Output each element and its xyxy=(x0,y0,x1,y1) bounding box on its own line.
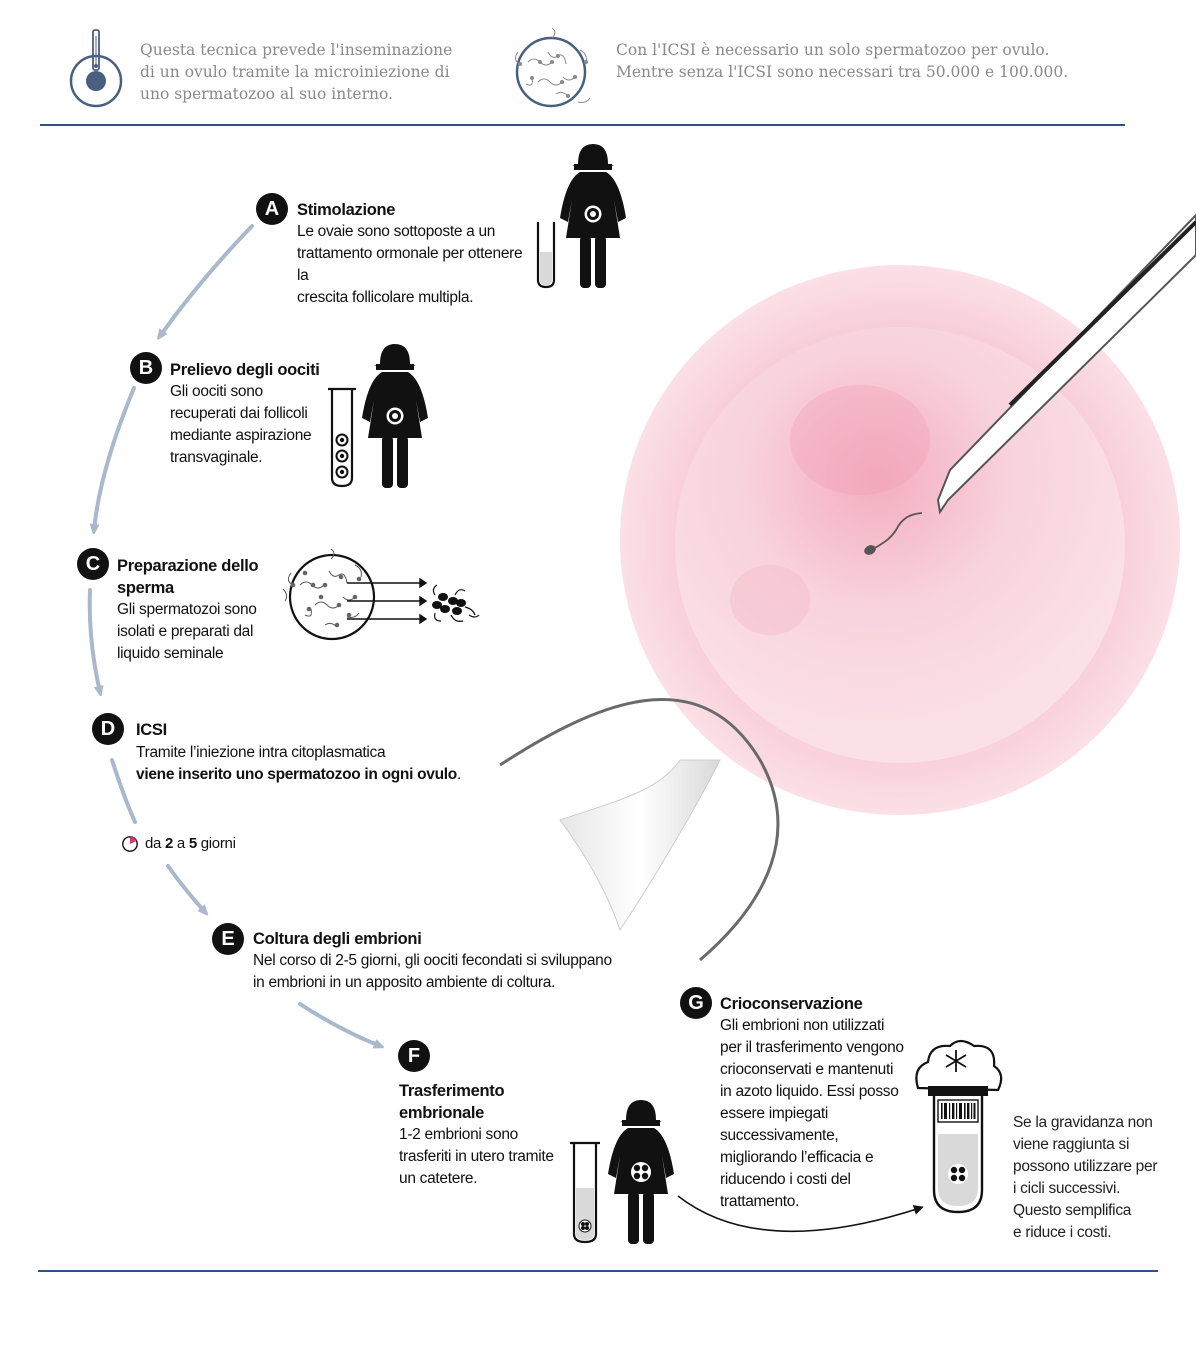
side-note: Se la gravidanza non viene raggiunta si … xyxy=(1013,1114,1158,1241)
arrow-c-to-d xyxy=(87,588,100,692)
step-f-title: Trasferimento embrionale xyxy=(399,1082,505,1122)
step-d-title: ICSI xyxy=(136,721,167,739)
step-e-title: Coltura degli embrioni xyxy=(253,930,422,948)
step-c-title: Preparazione dello sperma xyxy=(117,557,259,597)
step-g-title: Crioconservazione xyxy=(720,995,863,1013)
intro-right-text: Con l'ICSI è necessario un solo spermato… xyxy=(616,41,1069,81)
microinjection-icon xyxy=(69,29,123,108)
arrow-f-to-g xyxy=(677,1195,924,1233)
step-b-title: Prelievo degli oociti xyxy=(170,361,320,379)
arrow-d-to-e xyxy=(166,864,205,912)
step-e-description: Nel corso di 2-5 giorni, gli oociti feco… xyxy=(253,952,612,991)
arrow-e-to-f xyxy=(298,1002,380,1046)
sperm-separation-icon xyxy=(282,548,480,641)
step-d-badge: D xyxy=(92,713,124,745)
step-b-badge: B xyxy=(130,352,162,384)
arrow-d-line xyxy=(110,758,137,824)
sperm-cell-icon xyxy=(514,27,591,108)
test-tube-icon xyxy=(536,222,556,289)
embryo-tube-icon xyxy=(570,1141,600,1244)
arrow-a-to-b xyxy=(160,224,254,336)
oocyte-tube-icon xyxy=(328,387,356,488)
step-e-badge: E xyxy=(212,923,244,955)
step-g-description: Gli embrioni non utilizzati per il trasf… xyxy=(720,1017,904,1210)
arrow-b-to-c xyxy=(94,386,136,530)
woman-figure-icon xyxy=(608,1100,674,1244)
woman-figure-icon xyxy=(560,144,626,288)
step-b-description: Gli oociti sono recuperati dai follicoli… xyxy=(170,383,312,466)
step-c-badge: C xyxy=(77,548,109,580)
step-a-description: Le ovaie sono sottoposte a un trattament… xyxy=(297,223,523,306)
step-d-description: Tramite l’iniezione intra citoplasmatica… xyxy=(136,744,461,783)
top-divider xyxy=(40,124,1125,126)
step-f-badge: F xyxy=(398,1040,430,1072)
woman-figure-icon xyxy=(362,344,428,488)
duration-label: da 2 a 5 giorni xyxy=(145,835,236,852)
step-a-badge: A xyxy=(256,193,288,225)
step-g-badge: G xyxy=(680,987,712,1019)
step-d-emphasis: viene inserito uno spermatozoo in ogni o… xyxy=(136,766,457,783)
cryo-tube-icon xyxy=(915,1039,1003,1214)
clock-icon xyxy=(122,836,138,852)
bottom-divider xyxy=(38,1270,1158,1272)
intro-left-text: Questa tecnica prevede l'inseminazione d… xyxy=(140,41,453,103)
step-c-description: Gli spermatozoi sono isolati e preparati… xyxy=(117,601,257,662)
step-f-description: 1-2 embrioni sono trasferiti in utero tr… xyxy=(399,1126,554,1187)
step-a-title: Stimolazione xyxy=(297,201,396,219)
